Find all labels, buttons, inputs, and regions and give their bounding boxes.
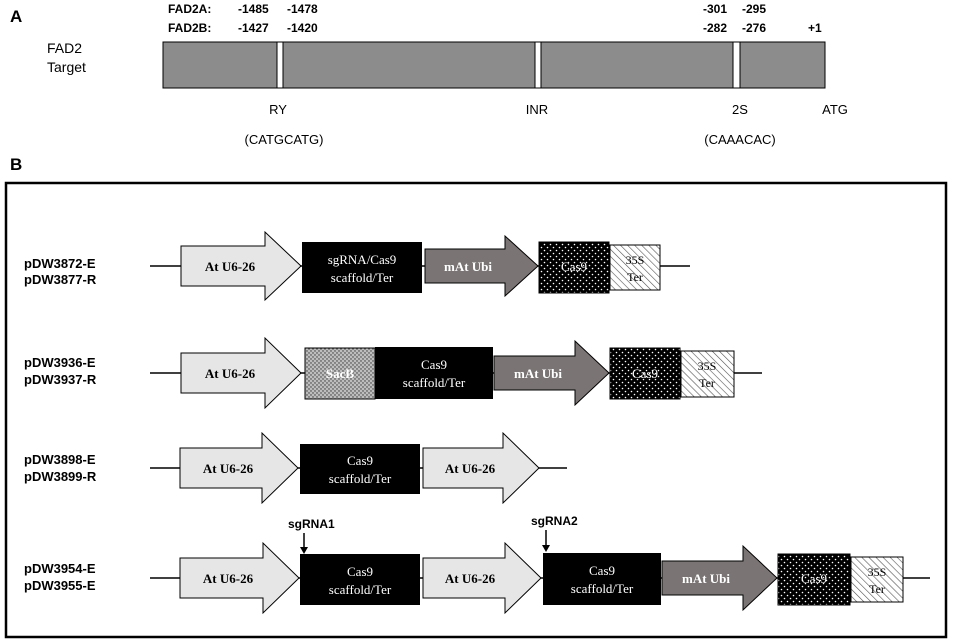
scaffold-label-line2: scaffold/Ter (329, 582, 392, 597)
sgrna1-label: sgRNA1 (288, 517, 335, 531)
terminator-label-line2: Ter (627, 270, 643, 284)
construct-name: pDW3898-E (24, 452, 96, 467)
cas9-label: Cas9 (801, 571, 827, 586)
cas9-scaffold-ter-box (300, 554, 420, 605)
2s-site-marker (732, 41, 741, 89)
at-u6-26-promoter-arrow (179, 431, 299, 505)
fad2b-row-label: FAD2B: (168, 21, 211, 35)
cas9-scaffold-ter-box (300, 444, 420, 494)
panel-b-frame (4, 181, 948, 639)
fad2a-row-label: FAD2A: (168, 2, 211, 16)
cas9-scaffold-ter-box (375, 347, 493, 399)
scaffold-label-line1: Cas9 (421, 357, 447, 372)
fad2b-position: -1427 (238, 21, 269, 35)
construct-3: pDW3898-E pDW3899-R At U6-26 Cas9 scaffo… (24, 431, 567, 505)
sgrna2-arrowhead (542, 545, 550, 552)
35s-terminator-box (850, 556, 904, 603)
panel-a: A FAD2A: FAD2B: -1485 -1478 -301 -295 -1… (10, 2, 848, 147)
terminator-label-line1: 35S (626, 253, 645, 267)
at-u6-26-promoter-arrow (180, 336, 302, 410)
scaffold-label-line2: scaffold/Ter (329, 471, 392, 486)
construct-1: pDW3872-E pDW3877-R At U6-26 sgRNA/Cas9 … (24, 230, 690, 302)
panel-a-label: A (10, 7, 22, 26)
feature-atg-label: ATG (822, 102, 848, 117)
sacb-gene-box (304, 347, 376, 400)
mat-ubi-promoter-arrow (661, 544, 778, 612)
construct-name: pDW3899-R (24, 469, 97, 484)
scaffold-label-line1: Cas9 (589, 563, 615, 578)
cas9-label: Cas9 (561, 259, 587, 274)
fad2a-position: -301 (703, 2, 727, 16)
cas9-scaffold-ter-box (543, 553, 661, 605)
sacb-label: SacB (326, 366, 355, 381)
construct-name: pDW3872-E (24, 256, 96, 271)
cas9-gene-box (609, 347, 681, 400)
ry-site-marker (276, 41, 284, 89)
construct-name: pDW3877-R (24, 272, 97, 287)
fad2a-position: -295 (742, 2, 766, 16)
construct-name: pDW3955-E (24, 578, 96, 593)
mat-ubi-promoter-arrow (424, 234, 539, 298)
cas9-gene-box (777, 553, 851, 606)
inr-site-marker (534, 41, 542, 89)
target-label-line2: Target (47, 59, 86, 75)
feature-2s-label: 2S (732, 102, 748, 117)
at-u6-26-promoter-arrow (422, 541, 542, 615)
scaffold-label-line1: sgRNA/Cas9 (328, 252, 397, 267)
scaffold-label-line2: scaffold/Ter (331, 270, 394, 285)
feature-ry-sequence: (CATGCATG) (245, 132, 324, 147)
fad2b-position: -276 (742, 21, 766, 35)
at-u6-26-promoter-arrow (179, 541, 300, 615)
ubi-label: mAt Ubi (444, 259, 492, 274)
construct-name: pDW3954-E (24, 561, 96, 576)
fad2-target-bar (162, 41, 826, 89)
sgrna-cas9-scaffold-ter-box (302, 242, 422, 293)
promoter-label: At U6-26 (445, 571, 496, 586)
scaffold-label-line2: scaffold/Ter (403, 375, 466, 390)
feature-2s-sequence: (CAAACAC) (704, 132, 776, 147)
cas9-label: Cas9 (632, 366, 658, 381)
at-u6-26-promoter-arrow (422, 431, 540, 505)
terminator-label-line1: 35S (868, 565, 887, 579)
promoter-label: At U6-26 (205, 366, 256, 381)
plus-one-label: +1 (808, 21, 822, 35)
sgrna1-arrowhead (300, 547, 308, 554)
terminator-label-line2: Ter (869, 582, 885, 596)
scaffold-label-line1: Cas9 (347, 453, 373, 468)
fad2b-position: -1420 (287, 21, 318, 35)
construct-4: pDW3954-E pDW3955-E sgRNA1 sgRNA2 At U6-… (24, 514, 930, 615)
terminator-label-line2: Ter (699, 376, 715, 390)
panel-b-label: B (10, 155, 22, 174)
promoter-label: At U6-26 (203, 571, 254, 586)
target-label-line1: FAD2 (47, 40, 82, 56)
35s-terminator-box (609, 244, 661, 291)
promoter-label: At U6-26 (203, 461, 254, 476)
construct-2: pDW3936-E pDW3937-R At U6-26 SacB Cas9 s… (24, 336, 762, 410)
fad2b-position: -282 (703, 21, 727, 35)
ubi-label: mAt Ubi (514, 366, 562, 381)
35s-terminator-box (680, 350, 735, 398)
panel-b: B pDW3872-E pDW3877-R At U6-26 sgRNA/Cas… (4, 155, 948, 639)
promoter-label: At U6-26 (445, 461, 496, 476)
at-u6-26-promoter-arrow (180, 230, 302, 302)
sgrna2-label: sgRNA2 (531, 514, 578, 528)
scaffold-label-line1: Cas9 (347, 564, 373, 579)
ubi-label: mAt Ubi (682, 571, 730, 586)
fad2a-position: -1478 (287, 2, 318, 16)
cas9-gene-box (538, 241, 610, 294)
feature-ry-label: RY (269, 102, 287, 117)
promoter-label: At U6-26 (205, 259, 256, 274)
feature-inr-label: INR (526, 102, 548, 117)
fad2a-position: -1485 (238, 2, 269, 16)
terminator-label-line1: 35S (698, 359, 717, 373)
construct-name: pDW3936-E (24, 355, 96, 370)
scaffold-label-line2: scaffold/Ter (571, 581, 634, 596)
construct-name: pDW3937-R (24, 372, 97, 387)
mat-ubi-promoter-arrow (493, 339, 610, 407)
